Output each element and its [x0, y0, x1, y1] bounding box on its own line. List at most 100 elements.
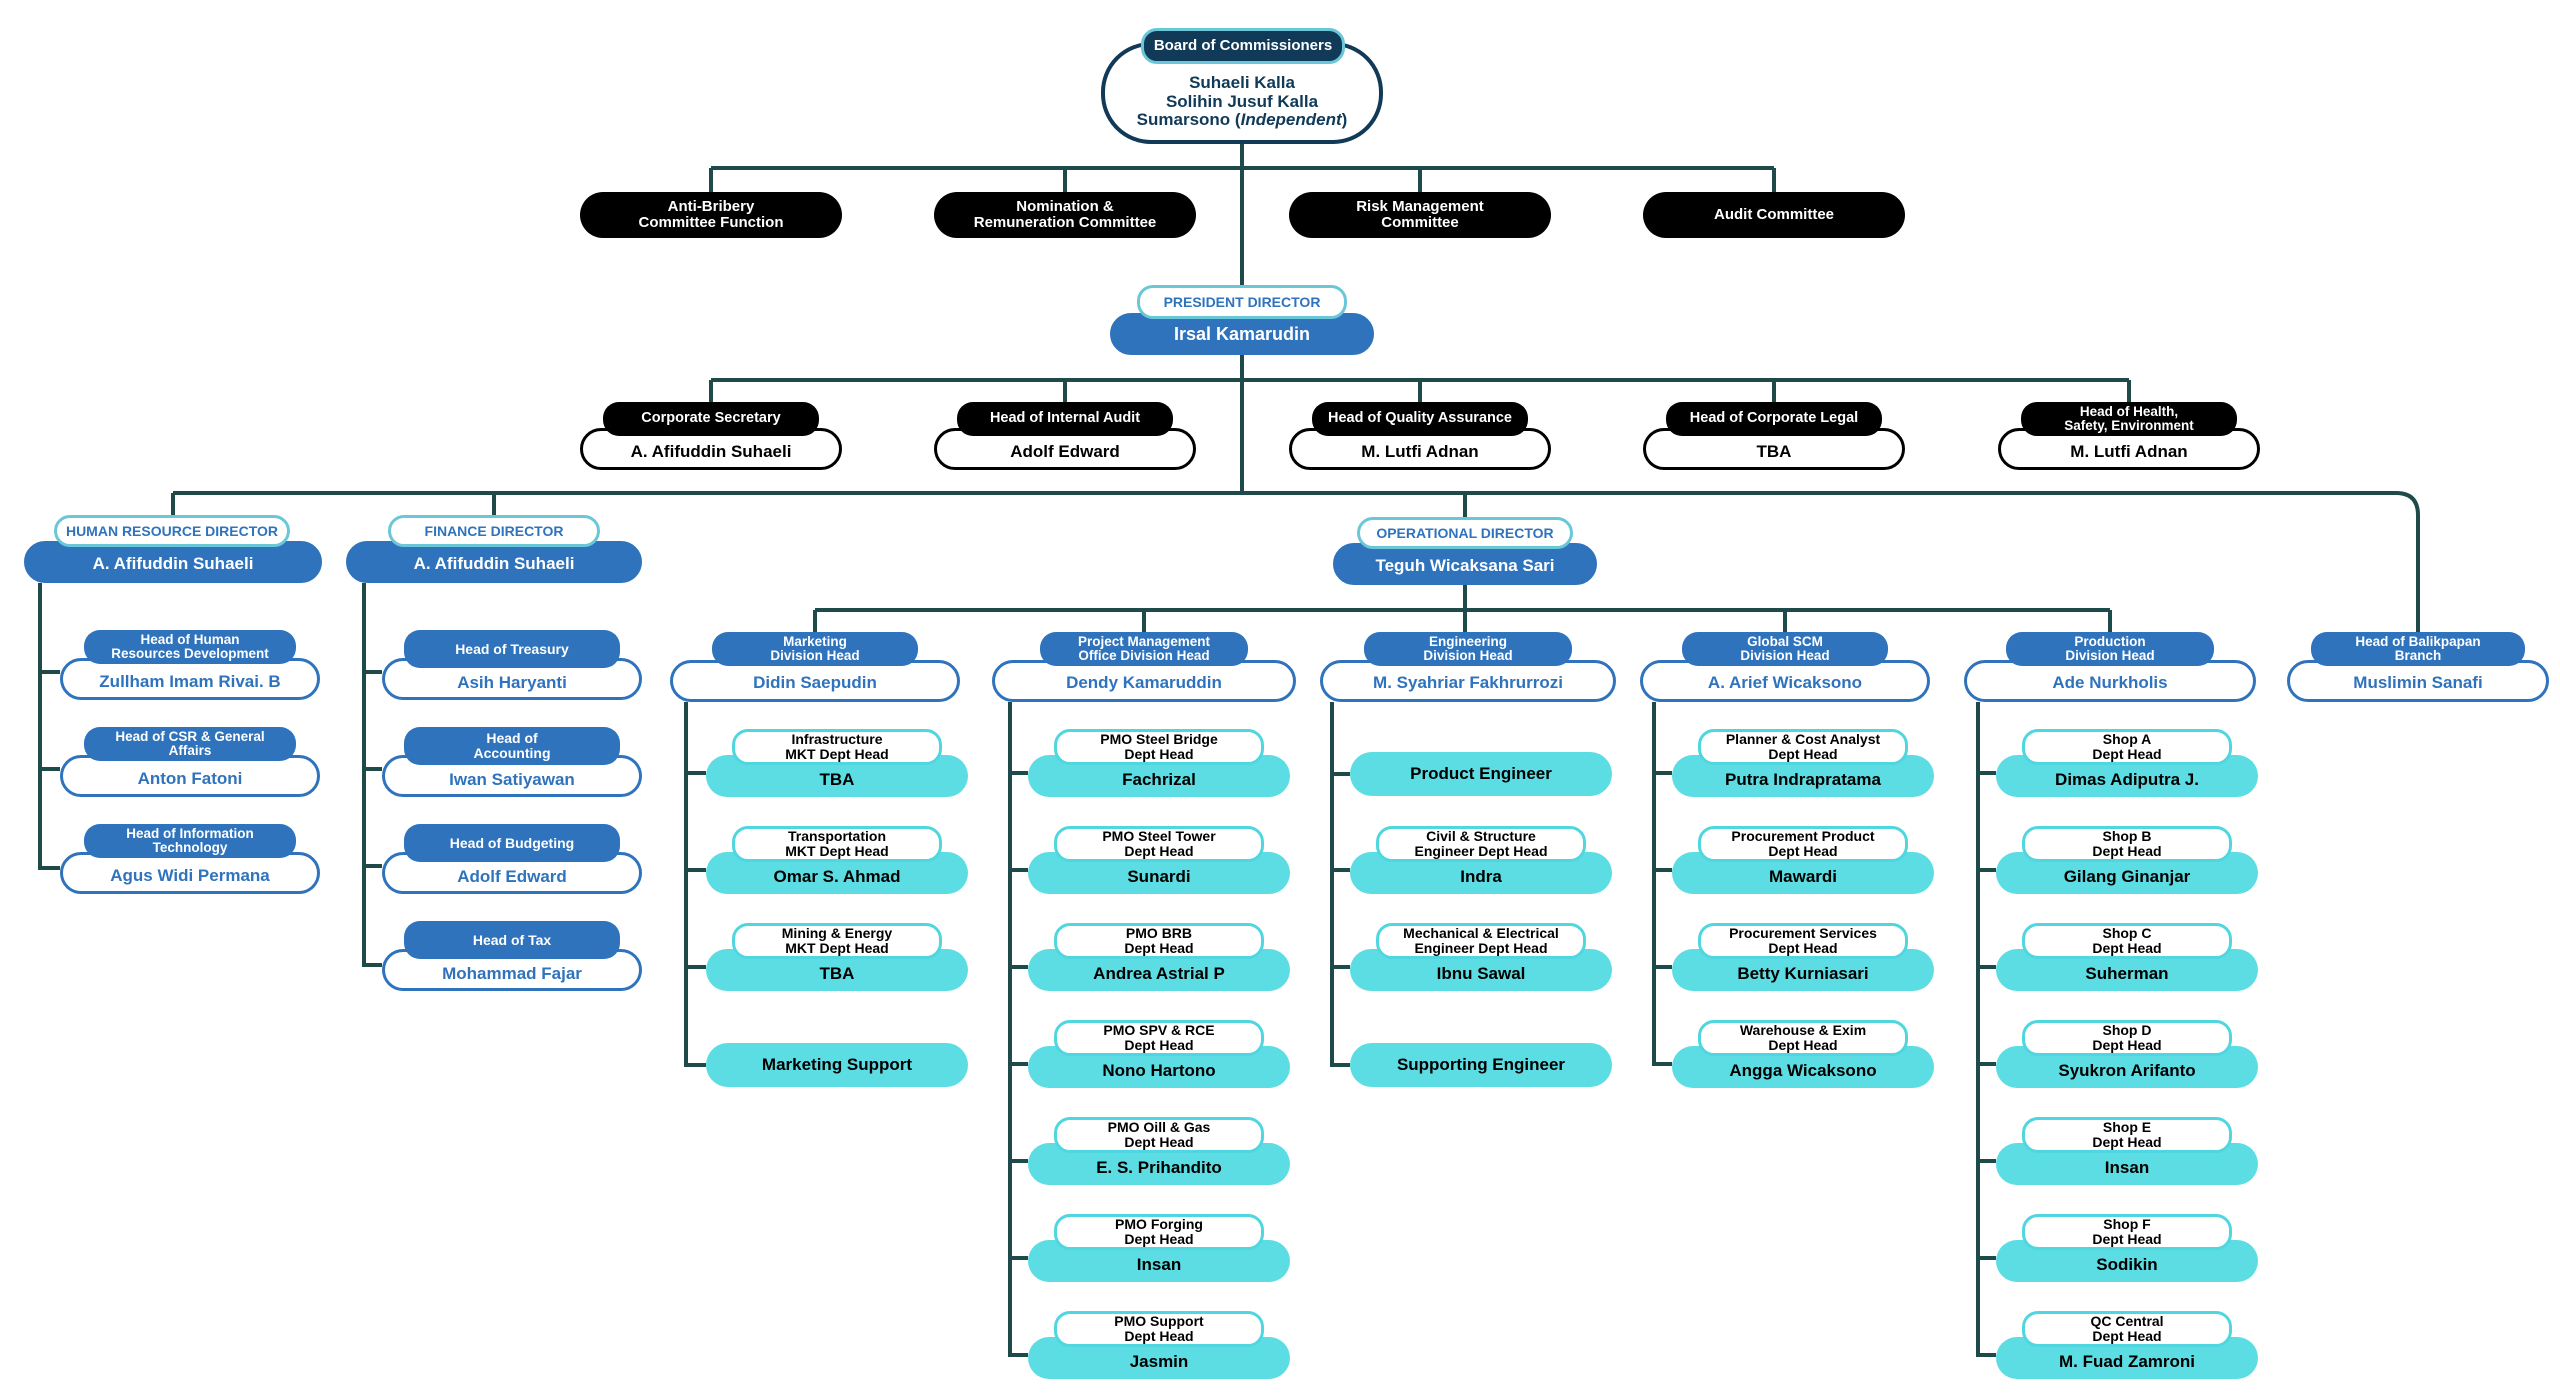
- branch-balikpapan: Head of Balikpapan Branch Muslimin Sanaf…: [2287, 632, 2549, 702]
- committee-nomination-remuneration: Nomination & Remuneration Committee: [934, 192, 1196, 238]
- unit-title: Mechanical & Electrical Engineer Dept He…: [1376, 923, 1586, 959]
- production-unit: Shop D Dept Head Syukron Arifanto: [1996, 1020, 2258, 1088]
- scm-unit: Procurement Services Dept Head Betty Kur…: [1672, 923, 1934, 991]
- division-head-name: Didin Saepudin: [670, 660, 960, 702]
- hr-unit-title: Head of Human Resources Development: [84, 630, 296, 664]
- connector-line: [173, 491, 2420, 632]
- finance-unit-title: Head of Budgeting: [404, 824, 620, 862]
- president-title: PRESIDENT DIRECTOR: [1137, 285, 1347, 319]
- staff-title: Head of Health, Safety, Environment: [2021, 402, 2237, 436]
- division-head-name: Dendy Kamaruddin: [992, 660, 1296, 702]
- staff-title: Head of Corporate Legal: [1666, 402, 1882, 436]
- division-title: Global SCM Division Head: [1682, 632, 1888, 666]
- division-head-name: Ade Nurkholis: [1964, 660, 2256, 702]
- connector-line: [1652, 702, 1672, 1066]
- pmo-unit: PMO Oill & Gas Dept Head E. S. Prihandit…: [1028, 1117, 1290, 1185]
- marketing-support: Marketing Support: [706, 1043, 968, 1087]
- division-engineering: Engineering Division Head M. Syahriar Fa…: [1320, 632, 1616, 702]
- unit-title: PMO Support Dept Head: [1054, 1311, 1264, 1347]
- hr-unit-name: Agus Widi Permana: [60, 852, 320, 894]
- unit-title: Shop D Dept Head: [2022, 1020, 2232, 1056]
- staff-title: Head of Internal Audit: [957, 402, 1173, 436]
- staff-title: Head of Quality Assurance: [1312, 402, 1528, 436]
- unit-title: Warehouse & Exim Dept Head: [1698, 1020, 1908, 1056]
- pmo-unit: PMO Forging Dept Head Insan: [1028, 1214, 1290, 1282]
- independent-note: Independent: [1240, 110, 1342, 130]
- staff-health-safety-environment: Head of Health, Safety, Environment M. L…: [1998, 402, 2260, 470]
- marketing-unit: Infrastructure MKT Dept Head TBA: [706, 729, 968, 797]
- division-head-name: M. Syahriar Fakhrurrozi: [1320, 660, 1616, 702]
- unit-title: Mining & Energy MKT Dept Head: [732, 923, 942, 959]
- staff-quality-assurance: Head of Quality Assurance M. Lutfi Adnan: [1289, 402, 1551, 470]
- division-marketing: Marketing Division Head Didin Saepudin: [670, 632, 960, 702]
- finance-unit: Head of Accounting Iwan Satiyawan: [382, 727, 642, 797]
- division-global-scm: Global SCM Division Head A. Arief Wicaks…: [1640, 632, 1930, 702]
- finance-unit-title: Head of Accounting: [404, 727, 620, 765]
- connector-line: [38, 583, 60, 870]
- production-unit: Shop A Dept Head Dimas Adiputra J.: [1996, 729, 2258, 797]
- division-title: Project Management Office Division Head: [1040, 632, 1248, 666]
- board-of-commissioners: Board of Commissioners Suhaeli Kalla Sol…: [1101, 28, 1383, 144]
- hr-director-name: A. Afifuddin Suhaeli: [24, 541, 322, 583]
- unit-title: Shop B Dept Head: [2022, 826, 2232, 862]
- scm-unit: Warehouse & Exim Dept Head Angga Wicakso…: [1672, 1020, 1934, 1088]
- hr-unit: Head of CSR & General Affairs Anton Fato…: [60, 727, 320, 797]
- staff-title: Corporate Secretary: [603, 402, 819, 436]
- pmo-unit: PMO Steel Tower Dept Head Sunardi: [1028, 826, 1290, 894]
- product-engineer: Product Engineer: [1350, 752, 1612, 796]
- unit-title: Procurement Product Dept Head: [1698, 826, 1908, 862]
- unit-title: Shop F Dept Head: [2022, 1214, 2232, 1250]
- board-title: Board of Commissioners: [1141, 28, 1345, 64]
- division-production: Production Division Head Ade Nurkholis: [1964, 632, 2256, 702]
- connector-line: [1330, 702, 1350, 1067]
- operational-director-name: Teguh Wicaksana Sari: [1333, 543, 1597, 585]
- branch-title: Head of Balikpapan Branch: [2311, 632, 2525, 666]
- staff-internal-audit: Head of Internal Audit Adolf Edward: [934, 402, 1196, 470]
- finance-director-name: A. Afifuddin Suhaeli: [346, 541, 642, 583]
- board-member-2: Solihin Jusuf Kalla: [1165, 91, 1319, 111]
- staff-corporate-secretary: Corporate Secretary A. Afifuddin Suhaeli: [580, 402, 842, 470]
- committee-risk-management: Risk Management Committee: [1289, 192, 1551, 238]
- unit-title: PMO Steel Tower Dept Head: [1054, 826, 1264, 862]
- connector-line: [1008, 702, 1028, 1357]
- pmo-unit: PMO Support Dept Head Jasmin: [1028, 1311, 1290, 1379]
- hr-unit-title: Head of CSR & General Affairs: [84, 727, 296, 761]
- finance-unit: Head of Tax Mohammad Fajar: [382, 921, 642, 991]
- production-unit: QC Central Dept Head M. Fuad Zamroni: [1996, 1311, 2258, 1379]
- committee-audit: Audit Committee: [1643, 192, 1905, 238]
- engineering-unit: Mechanical & Electrical Engineer Dept He…: [1350, 923, 1612, 991]
- president-director: PRESIDENT DIRECTOR Irsal Kamarudin: [1110, 285, 1374, 355]
- engineering-unit: Civil & Structure Engineer Dept Head Ind…: [1350, 826, 1612, 894]
- unit-title: PMO Forging Dept Head: [1054, 1214, 1264, 1250]
- finance-unit-title: Head of Tax: [404, 921, 620, 959]
- hr-unit-name: Anton Fatoni: [60, 755, 320, 797]
- finance-director: FINANCE DIRECTOR A. Afifuddin Suhaeli: [346, 515, 642, 583]
- unit-title: Shop E Dept Head: [2022, 1117, 2232, 1153]
- division-title: Marketing Division Head: [712, 632, 918, 666]
- hr-unit-name: Zullham Imam Rivai. B: [60, 658, 320, 700]
- committee-anti-bribery: Anti-Bribery Committee Function: [580, 192, 842, 238]
- finance-unit: Head of Treasury Asih Haryanti: [382, 630, 642, 700]
- production-unit: Shop E Dept Head Insan: [1996, 1117, 2258, 1185]
- finance-unit: Head of Budgeting Adolf Edward: [382, 824, 642, 894]
- scm-unit: Planner & Cost Analyst Dept Head Putra I…: [1672, 729, 1934, 797]
- division-head-name: A. Arief Wicaksono: [1640, 660, 1930, 702]
- president-name: Irsal Kamarudin: [1110, 313, 1374, 355]
- production-unit: Shop B Dept Head Gilang Ginanjar: [1996, 826, 2258, 894]
- unit-title: PMO SPV & RCE Dept Head: [1054, 1020, 1264, 1056]
- marketing-unit: Mining & Energy MKT Dept Head TBA: [706, 923, 968, 991]
- staff-corporate-legal: Head of Corporate Legal TBA: [1643, 402, 1905, 470]
- connector-line: [362, 583, 382, 967]
- production-unit: Shop F Dept Head Sodikin: [1996, 1214, 2258, 1282]
- board-member-1: Suhaeli Kalla: [1189, 72, 1295, 92]
- board-member-3-name: Sumarsono: [1136, 110, 1231, 130]
- finance-director-title: FINANCE DIRECTOR: [388, 515, 600, 547]
- unit-title: Planner & Cost Analyst Dept Head: [1698, 729, 1908, 765]
- finance-unit-title: Head of Treasury: [404, 630, 620, 668]
- connector-line: [1976, 702, 1996, 1357]
- division-title: Production Division Head: [2006, 632, 2214, 666]
- production-unit: Shop C Dept Head Suherman: [1996, 923, 2258, 991]
- unit-title: Transportation MKT Dept Head: [732, 826, 942, 862]
- hr-director-title: HUMAN RESOURCE DIRECTOR: [54, 515, 290, 547]
